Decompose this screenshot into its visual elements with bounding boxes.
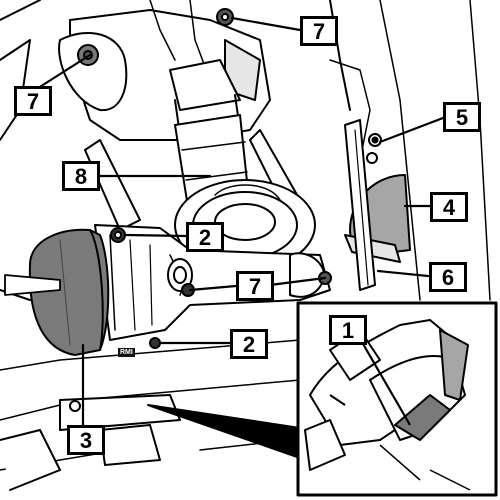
callout-7-middle: 7	[236, 271, 274, 301]
callout-2-lower: 2	[230, 329, 268, 359]
part-marking: RMI	[118, 348, 135, 357]
callout-1: 1	[329, 315, 367, 345]
callout-5: 5	[443, 102, 481, 132]
callout-6: 6	[429, 262, 467, 292]
callout-4: 4	[430, 192, 468, 222]
callout-7-top: 7	[300, 16, 338, 46]
callout-7-left: 7	[14, 86, 52, 116]
callout-3: 3	[67, 425, 105, 455]
callout-2-upper: 2	[186, 222, 224, 252]
callout-8: 8	[62, 161, 100, 191]
inset-detail	[296, 301, 498, 497]
